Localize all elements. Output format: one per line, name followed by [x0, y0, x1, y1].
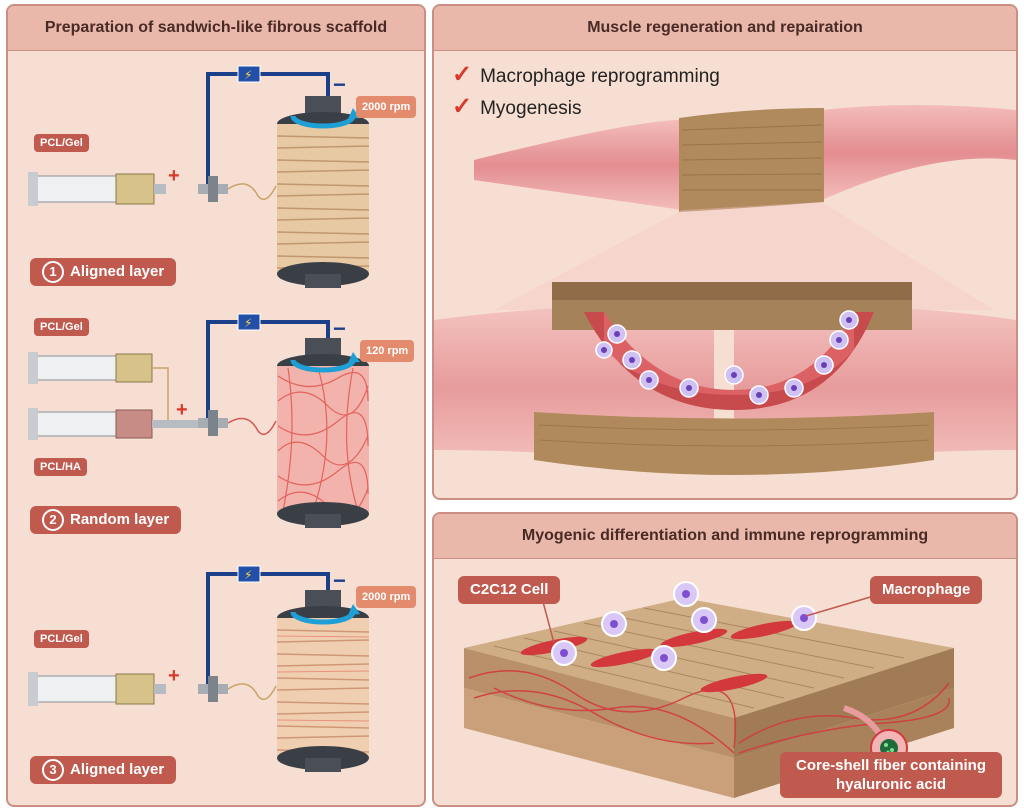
check-item-1: ✓ Macrophage reprogramming — [452, 60, 720, 89]
step-3-apparatus: ⚡ + — [28, 565, 370, 772]
checkmark-icon: ✓ — [452, 61, 473, 88]
top-right-panel: Muscle regeneration and repairation ✓ Mac… — [432, 4, 1018, 500]
step-1-label: 1 Aligned layer — [30, 258, 177, 286]
svg-text:−: − — [333, 568, 346, 593]
top-right-panel-title: Muscle regeneration and repairation — [434, 6, 1016, 51]
bottom-right-panel: Myogenic differentiation and immune repr… — [432, 512, 1018, 807]
step-3-syringe-label: PCL/Gel — [34, 630, 89, 648]
left-panel: Preparation of sandwich-like fibrous sca… — [6, 4, 426, 807]
step-2-rpm: 120 rpm — [360, 340, 415, 362]
step-2-number: 2 — [42, 509, 64, 531]
step-1-syringe-label: PCL/Gel — [34, 134, 89, 152]
svg-text:⚡: ⚡ — [244, 316, 252, 330]
step-1-rpm: 2000 rpm — [356, 96, 417, 118]
svg-text:+: + — [176, 399, 188, 421]
core-shell-fiber-label: Core-shell fiber containing hyaluronic a… — [780, 752, 1002, 798]
check-item-2: ✓ Myogenesis — [452, 92, 582, 121]
svg-text:+: + — [168, 165, 180, 187]
step-3-number: 3 — [42, 759, 64, 781]
step-3-text: Aligned layer — [70, 761, 165, 778]
step-3-label: 3 Aligned layer — [30, 756, 177, 784]
c2c12-cell-label: C2C12 Cell — [458, 576, 561, 604]
step-1-number: 1 — [42, 261, 64, 283]
left-panel-title: Preparation of sandwich-like fibrous sca… — [8, 6, 424, 51]
check-item-1-label: Macrophage reprogramming — [480, 66, 720, 87]
step-3-rpm: 2000 rpm — [356, 586, 417, 608]
svg-text:⚡: ⚡ — [244, 568, 252, 582]
step-2-label: 2 Random layer — [30, 506, 182, 534]
svg-text:+: + — [168, 665, 180, 687]
check-item-2-label: Myogenesis — [480, 98, 582, 119]
bottom-right-panel-title: Myogenic differentiation and immune repr… — [434, 514, 1016, 559]
checkmark-icon: ✓ — [452, 93, 473, 120]
step-1-text: Aligned layer — [70, 263, 165, 280]
svg-text:−: − — [333, 316, 346, 341]
muscle-illustration — [434, 105, 1016, 475]
step-1-apparatus: ⚡ + — [28, 65, 370, 288]
step-2-syringe-label-bottom: PCL/HA — [34, 458, 87, 476]
svg-text:⚡: ⚡ — [244, 68, 252, 82]
step-2-text: Random layer — [70, 511, 170, 528]
scaffold-illustration — [464, 581, 954, 798]
step-2-syringe-label-top: PCL/Gel — [34, 318, 89, 336]
macrophage-label: Macrophage — [870, 576, 983, 604]
step-2-apparatus: ⚡ + — [28, 313, 369, 528]
svg-text:−: − — [333, 72, 346, 97]
